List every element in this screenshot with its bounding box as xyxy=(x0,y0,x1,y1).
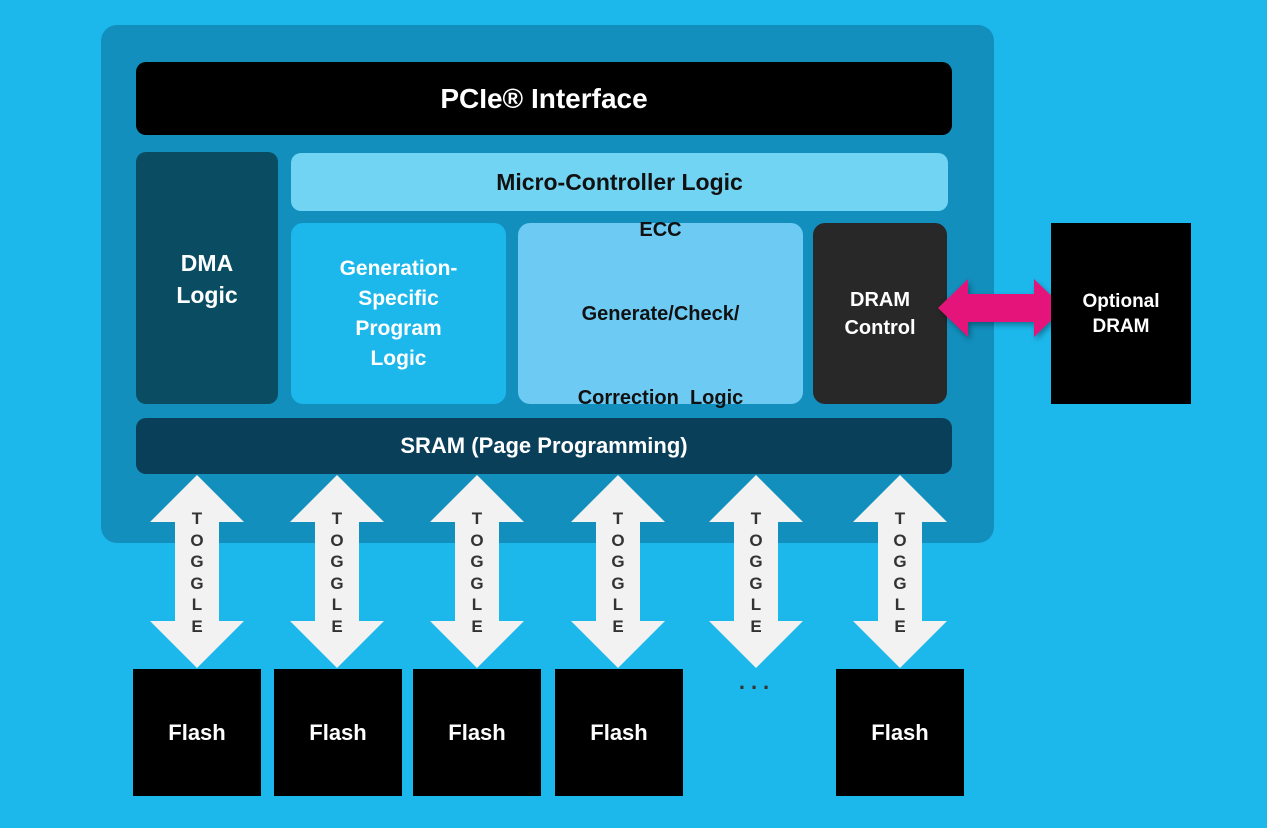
toggle-letter: G xyxy=(330,573,344,593)
toggle-letter: G xyxy=(190,552,204,571)
toggle-arrow-shape xyxy=(290,475,384,668)
toggle-letter: L xyxy=(894,595,906,614)
flash-label: Flash xyxy=(590,719,648,745)
toggle-letter: G xyxy=(893,573,907,593)
toggle-arrow-shape xyxy=(430,475,524,668)
flash-label: Flash xyxy=(871,719,929,745)
toggle-letter: L xyxy=(191,595,203,614)
toggle-letter: L xyxy=(471,595,483,614)
dma-logic-block: DMA Logic xyxy=(136,152,278,404)
toggle-letter: O xyxy=(611,530,625,550)
pcie-interface-label: PCIe® Interface xyxy=(440,82,648,114)
toggle-letter: G xyxy=(893,552,907,571)
toggle-arrow-shape xyxy=(571,475,665,668)
toggle-letter: E xyxy=(471,616,483,636)
flash-block: Flash xyxy=(413,669,541,796)
toggle-letter: O xyxy=(330,530,344,550)
toggle-letter: G xyxy=(470,552,484,571)
toggle-letter: T xyxy=(894,509,906,528)
toggle-letter: O xyxy=(470,530,484,550)
generation-label-line: Logic xyxy=(370,346,427,370)
toggle-letter: T xyxy=(612,509,624,528)
flash-block: Flash xyxy=(133,669,261,796)
dram-control-label-line: Control xyxy=(844,316,916,339)
flash-label: Flash xyxy=(309,719,367,745)
double-arrow-shape xyxy=(938,279,1064,337)
toggle-letter: E xyxy=(191,616,203,636)
toggle-letter: L xyxy=(331,595,343,614)
toggle-letter: O xyxy=(190,530,204,550)
generation-label-line: Program xyxy=(355,316,442,340)
micro-controller-logic-block: Micro-Controller Logic xyxy=(291,153,948,211)
toggle-double-arrow xyxy=(150,475,244,668)
toggle-letter: G xyxy=(749,573,763,593)
sram-block: SRAM (Page Programming) xyxy=(136,418,952,474)
toggle-double-arrow xyxy=(571,475,665,668)
generation-label-line: Generation- xyxy=(339,256,458,280)
flash-block: Flash xyxy=(836,669,964,796)
toggle-letter: G xyxy=(749,552,763,571)
toggle-letter: T xyxy=(331,509,343,528)
toggle-letter: O xyxy=(893,530,907,550)
toggle-letter: L xyxy=(612,595,624,614)
toggle-letter: G xyxy=(470,573,484,593)
toggle-double-arrow xyxy=(290,475,384,668)
toggle-letter: G xyxy=(190,573,204,593)
toggle-letter: E xyxy=(612,616,624,636)
ecc-label-line: Generate/Check/ xyxy=(581,302,740,325)
toggle-double-arrow xyxy=(709,475,803,668)
optional-dram-label-line: Optional xyxy=(1082,290,1160,312)
toggle-arrow-shape xyxy=(853,475,947,668)
ellipsis-text: ... xyxy=(738,669,776,694)
toggle-letter: T xyxy=(191,509,203,528)
toggle-letter: G xyxy=(330,552,344,571)
toggle-double-arrow xyxy=(853,475,947,668)
toggle-letter: E xyxy=(894,616,906,636)
flash-block: Flash xyxy=(274,669,402,796)
generation-label-line: Specific xyxy=(358,286,439,310)
optional-dram-block: Optional DRAM xyxy=(1051,223,1191,404)
pcie-interface-block: PCIe® Interface xyxy=(136,62,952,135)
micro-controller-label: Micro-Controller Logic xyxy=(496,168,743,195)
more-channels-ellipsis: ... xyxy=(730,669,784,694)
sram-label: SRAM (Page Programming) xyxy=(400,433,688,458)
dma-label-line: Logic xyxy=(176,282,238,308)
dram-control-block: DRAM Control xyxy=(813,223,947,404)
toggle-letter: G xyxy=(611,552,625,571)
toggle-arrow-shape xyxy=(709,475,803,668)
toggle-letter: O xyxy=(749,530,763,550)
toggle-arrow-shape xyxy=(150,475,244,668)
toggle-letter: E xyxy=(750,616,762,636)
toggle-letter: T xyxy=(471,509,483,528)
toggle-letter: T xyxy=(750,509,762,528)
toggle-letter: E xyxy=(331,616,343,636)
toggle-letter: L xyxy=(750,595,762,614)
dram-link-arrow xyxy=(938,279,1064,337)
toggle-letter: G xyxy=(611,573,625,593)
toggle-double-arrow xyxy=(430,475,524,668)
dma-label-line: DMA xyxy=(180,250,234,276)
flash-label: Flash xyxy=(448,719,506,745)
flash-block: Flash xyxy=(555,669,683,796)
ecc-label-line: ECC xyxy=(639,218,682,241)
dram-control-label-line: DRAM xyxy=(850,288,910,311)
optional-dram-label-line: DRAM xyxy=(1092,315,1150,337)
ecc-label-line: Correction Logic xyxy=(577,386,744,409)
ecc-logic-block: ECC Generate/Check/ Correction Logic xyxy=(518,219,803,409)
generation-specific-program-logic-block: Generation- Specific Program Logic xyxy=(291,223,506,404)
flash-label: Flash xyxy=(168,719,226,745)
